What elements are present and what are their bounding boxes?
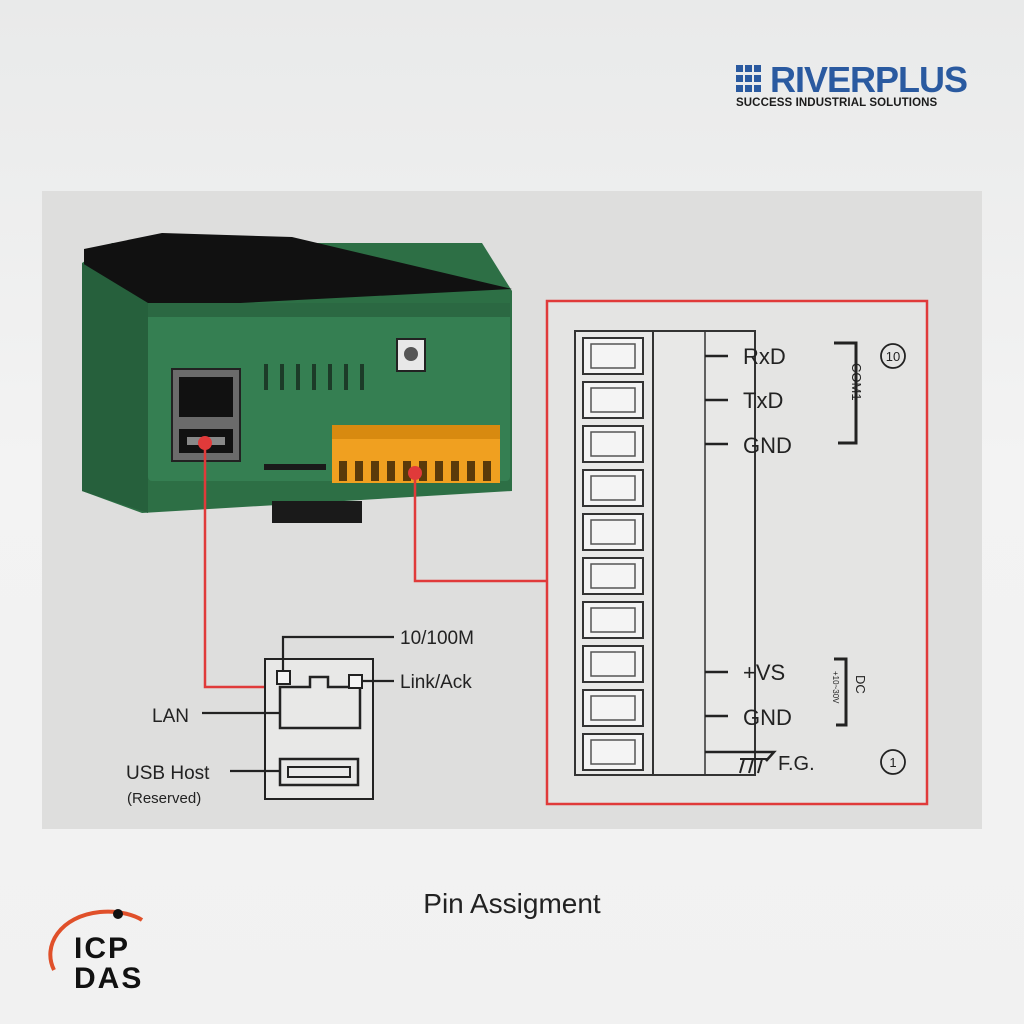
lan-callout-dot — [198, 436, 212, 450]
pin-10-label: 10 — [886, 349, 900, 364]
label-usb-reserved: (Reserved) — [127, 790, 201, 807]
brand-name: RIVERPLUS — [770, 59, 968, 100]
label-rxd: RxD — [743, 344, 786, 369]
label-fg: F.G. — [778, 753, 815, 775]
link-led-icon — [348, 674, 363, 689]
label-link-ack: Link/Ack — [400, 672, 472, 693]
pin-1-label: 1 — [889, 755, 896, 770]
dc-bracket — [834, 657, 848, 727]
label-txd: TxD — [743, 388, 783, 413]
riverplus-mark-icon — [736, 65, 766, 95]
pin-10-marker — [880, 343, 906, 369]
label-usb-host: USB Host — [126, 763, 210, 784]
riverplus-logo: RIVERPLUS SUCCESS INDUSTRIAL SOLUTIONS — [736, 59, 986, 114]
group-dc-label: DC — [853, 675, 868, 694]
pin-1-marker — [880, 749, 906, 775]
ground-icon — [739, 758, 768, 774]
label-vs: +VS — [743, 660, 785, 685]
label-gnd-com: GND — [743, 433, 792, 458]
label-gnd-dc: GND — [743, 705, 792, 730]
label-speed: 10/100M — [400, 628, 474, 649]
com1-bracket — [834, 341, 858, 445]
label-lan: LAN — [152, 706, 189, 727]
pin-assignment-diagram: RxD TxD GND +VS GND F.G. COM1 DC +10~30V… — [42, 191, 982, 829]
callout-lines — [203, 443, 547, 689]
terminal-strip — [574, 330, 777, 776]
brand-tagline: SUCCESS INDUSTRIAL SOLUTIONS — [736, 97, 938, 109]
speed-led-icon — [276, 670, 291, 685]
lan-usb-detail — [202, 635, 394, 800]
diagram-svg: RxD TxD GND +VS GND F.G. COM1 DC +10~30V… — [82, 233, 929, 807]
page-caption: Pin Assigment — [423, 888, 601, 919]
group-com1-label: COM1 — [849, 363, 864, 401]
terminal-callout-dot — [408, 466, 422, 480]
icpdas-logo: ICP DAS — [40, 906, 150, 996]
logo-line-2: DAS — [74, 962, 144, 995]
logo-line-1: ICP — [74, 932, 131, 965]
icpdas-arc-icon — [48, 909, 144, 971]
group-dc-range-label: +10~30V — [831, 671, 840, 704]
